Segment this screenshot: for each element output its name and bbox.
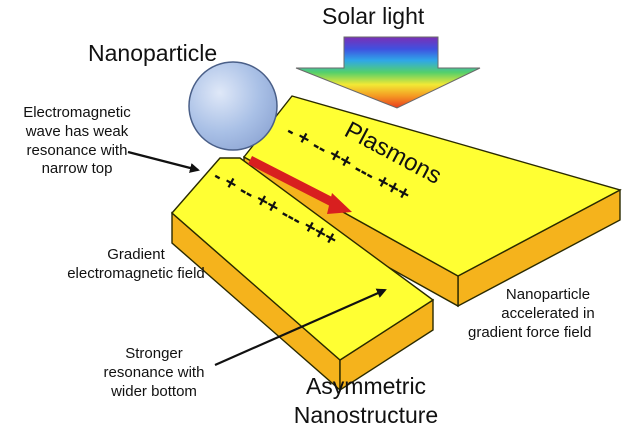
accelerated-line-1: Nanoparticle bbox=[505, 286, 591, 303]
stronger-resonance-line-1: Stronger bbox=[125, 345, 183, 362]
pointer-weak-resonance bbox=[127, 150, 200, 173]
weak-resonance-label: Electromagnetic wave has weak resonance … bbox=[2, 104, 152, 179]
weak-resonance-line-3: resonance with bbox=[26, 141, 128, 159]
structure-label: Asymmetric Nanostructure bbox=[266, 372, 466, 427]
accelerated-label: Nanoparticle accelerated in gradient for… bbox=[468, 286, 628, 342]
solar-light-arrow bbox=[295, 36, 481, 109]
nanoparticle-label: Nanoparticle bbox=[88, 40, 218, 66]
gradient-field-label: Gradient electromagnetic field bbox=[38, 246, 234, 284]
pointer-stronger-resonance bbox=[214, 288, 387, 367]
accelerated-line-3: gradient force field bbox=[468, 323, 592, 341]
solar-light-label: Solar light bbox=[322, 3, 425, 29]
weak-resonance-line-2: wave has weak bbox=[25, 122, 129, 140]
stronger-resonance-label: Stronger resonance with wider bottom bbox=[72, 345, 236, 401]
weak-resonance-line-1: Electromagnetic bbox=[23, 104, 131, 121]
structure-line-1: Asymmetric bbox=[305, 373, 427, 399]
weak-resonance-line-4: narrow top bbox=[41, 160, 113, 178]
stronger-resonance-line-3: wider bottom bbox=[111, 382, 197, 400]
back-block bbox=[242, 95, 622, 308]
gradient-field-line-2: electromagnetic field bbox=[67, 264, 205, 282]
front-block bbox=[171, 157, 435, 392]
stronger-resonance-line-2: resonance with bbox=[103, 363, 205, 381]
force-arrow bbox=[247, 155, 352, 214]
nanoparticle-sphere bbox=[188, 61, 278, 151]
gradient-field-line-1: Gradient bbox=[107, 246, 165, 263]
structure-line-2: Nanostructure bbox=[293, 401, 439, 427]
accelerated-line-2: accelerated in bbox=[501, 304, 595, 322]
